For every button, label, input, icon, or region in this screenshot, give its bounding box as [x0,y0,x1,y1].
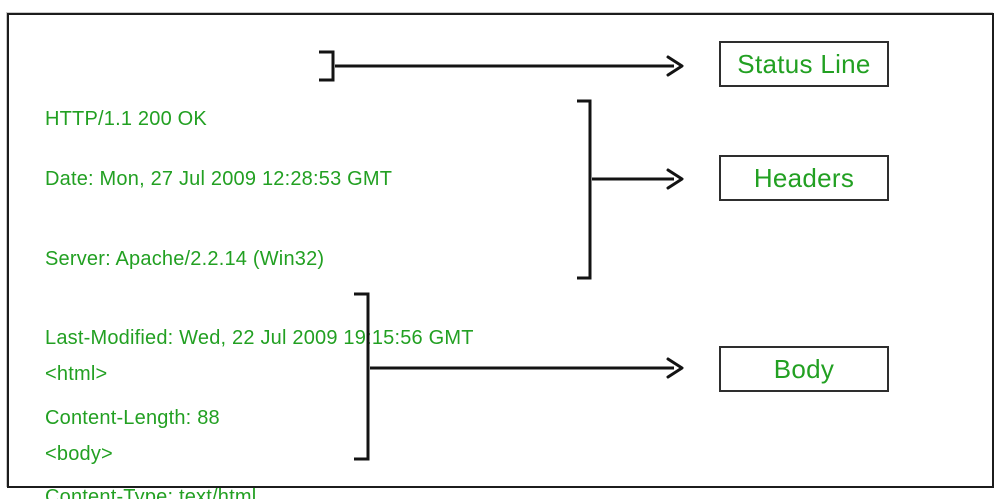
header-line-content-type: Content-Type: text/html [45,486,257,499]
body-line-html-open: <html> [45,363,108,385]
headers-label-box: Headers [719,155,889,201]
body-label: Body [773,353,835,384]
status-line-label-box: Status Line [719,41,889,87]
body-label-box: Body [719,346,889,392]
status-line-value: HTTP/1.1 200 OK [45,108,207,130]
body-line-body-open: <body> [45,442,113,465]
headers-label: Headers [753,162,855,193]
header-line-content-length: Content-Length: 88 [45,406,220,429]
header-line-date: Date: Mon, 27 Jul 2009 12:28:53 GMT [45,168,393,190]
diagram-frame [7,13,994,488]
body-text: <html> <body> <h1>Hello, World!</h1> </b… [45,308,260,499]
header-line-server: Server: Apache/2.2.14 (Win32) [45,247,325,270]
status-line-label: Status Line [737,48,871,79]
headers-text: Date: Mon, 27 Jul 2009 12:28:53 GMT Serv… [45,113,474,499]
status-line-text: HTTP/1.1 200 OK [45,53,207,186]
